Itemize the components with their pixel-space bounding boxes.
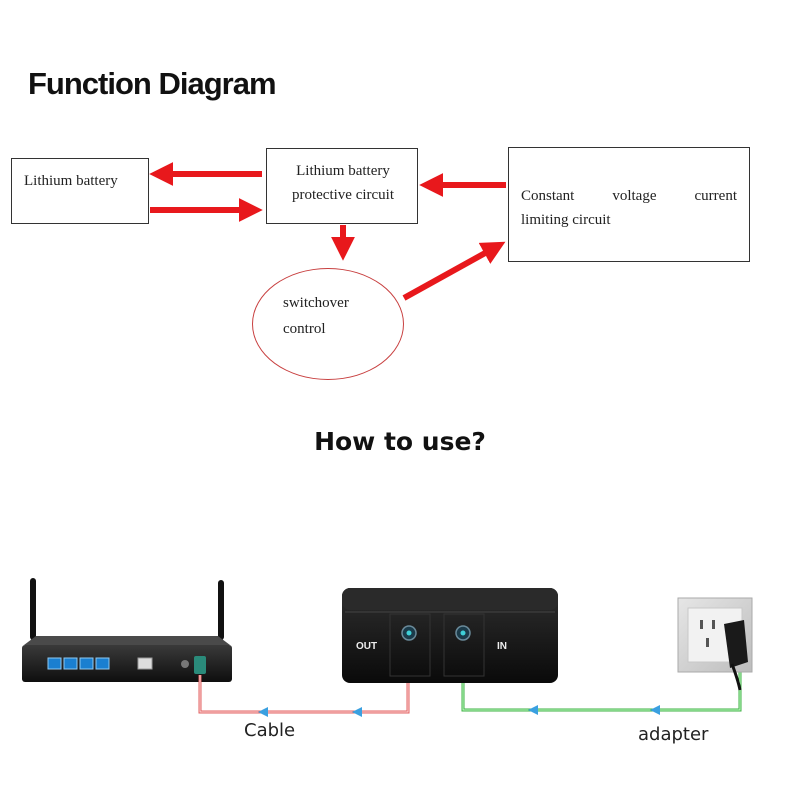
in-label: IN [497, 641, 507, 652]
router-lan-ports [47, 657, 110, 670]
lithium-battery-box: Lithium battery [11, 158, 149, 224]
ups-device-icon [342, 588, 558, 683]
constant-line2: limiting circuit [521, 212, 611, 228]
arrow-switchover-to-constant [402, 241, 506, 301]
adapter-label: adapter [638, 724, 709, 745]
lithium-battery-label: Lithium battery [24, 173, 118, 189]
protective-line2: protective circuit [291, 187, 395, 203]
switchover-ellipse [252, 268, 404, 380]
constant-voltage-box: Constant voltage current limiting circui… [508, 147, 750, 262]
protective-line1: Lithium battery [296, 163, 390, 179]
switchover-line2: control [283, 321, 326, 337]
function-diagram-title: Function Diagram [28, 66, 277, 101]
how-to-use-title: How to use? [314, 427, 486, 456]
protective-circuit-box: Lithium battery protective circuit [266, 148, 418, 224]
router-icon [22, 578, 232, 682]
out-label: OUT [356, 641, 378, 652]
switchover-text: switchover control [283, 290, 349, 342]
constant-line1: Constant voltage current [521, 188, 737, 204]
cable-label: Cable [244, 720, 296, 741]
switchover-line1: switchover [283, 295, 349, 311]
cable-line [198, 660, 410, 717]
wall-socket-icon [677, 597, 753, 691]
